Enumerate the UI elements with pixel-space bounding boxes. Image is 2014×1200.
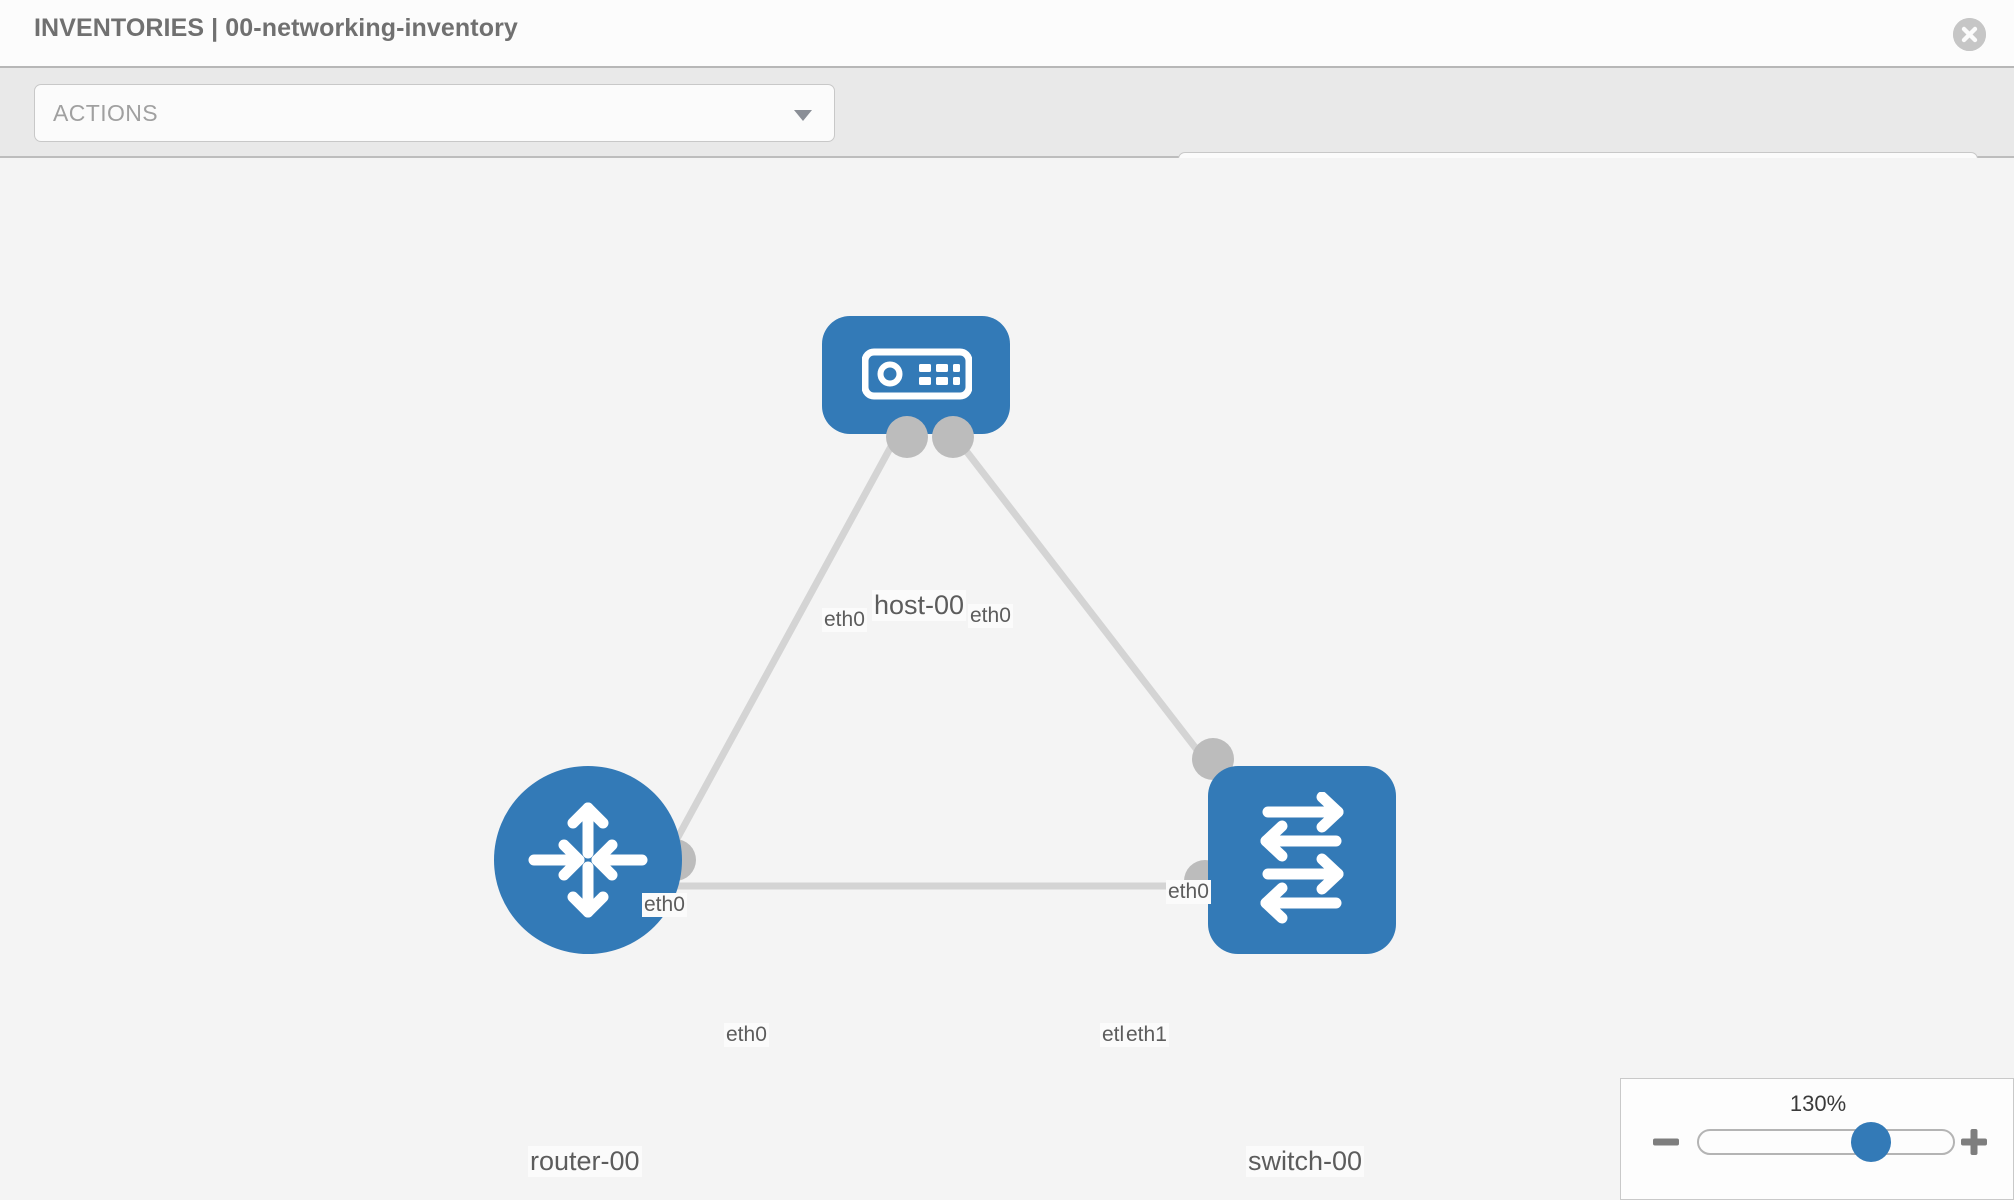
zoom-control-panel: 130% — [1620, 1078, 2014, 1200]
router-node-shape — [494, 766, 682, 954]
actions-dropdown-label: ACTIONS — [53, 100, 159, 126]
actions-dropdown[interactable]: ACTIONS — [34, 84, 835, 142]
edge-host-switch — [947, 427, 1231, 793]
edge-label-router-host-router-end: eth0 — [642, 893, 687, 917]
minus-icon[interactable] — [1651, 1127, 1681, 1157]
topology-edges — [656, 427, 1231, 890]
edge-label-host-switch-switch-end: eth0 — [1166, 880, 1211, 904]
node-label-switch-00: switch-00 — [1246, 1146, 1365, 1177]
edge-label-router-switch-switch-end-b: eth1 — [1124, 1023, 1169, 1047]
chevron-down-icon — [794, 110, 812, 121]
edge-router-host — [656, 428, 904, 872]
node-label-host-00: host-00 — [872, 590, 967, 621]
node-switch-00[interactable] — [1184, 738, 1396, 954]
node-label-router-00: router-00 — [528, 1146, 642, 1177]
host-port-left[interactable] — [886, 416, 928, 458]
host-node-shape — [822, 316, 1010, 434]
node-router-00[interactable] — [494, 766, 696, 954]
plus-icon[interactable] — [1959, 1127, 1989, 1157]
switch-node-shape — [1208, 766, 1396, 954]
topology-canvas[interactable]: host-00 — [0, 158, 2014, 1200]
router-four-arrows-icon — [528, 802, 648, 918]
zoom-slider-track[interactable] — [1697, 1129, 1955, 1155]
node-host-00[interactable] — [822, 316, 1010, 458]
edge-label-router-switch-router-end: eth0 — [724, 1023, 769, 1047]
close-icon[interactable] — [1953, 18, 1986, 51]
zoom-slider-thumb[interactable] — [1851, 1122, 1891, 1162]
edge-label-host-left: eth0 — [822, 608, 867, 632]
edge-label-host-right: eth0 — [968, 604, 1013, 628]
host-port-right[interactable] — [932, 416, 974, 458]
server-appliance-icon — [862, 348, 972, 400]
toolbar: ACTIONS SEARCH — [0, 68, 2014, 210]
switch-four-arrows-icon — [1260, 792, 1344, 924]
zoom-level-label: 130% — [1789, 1091, 1847, 1116]
page-header: INVENTORIES | 00-networking-inventory — [0, 0, 2014, 68]
page-title: INVENTORIES | 00-networking-inventory — [34, 14, 518, 42]
edge-label-router-switch-switch-end-a: etl — [1100, 1023, 1127, 1047]
